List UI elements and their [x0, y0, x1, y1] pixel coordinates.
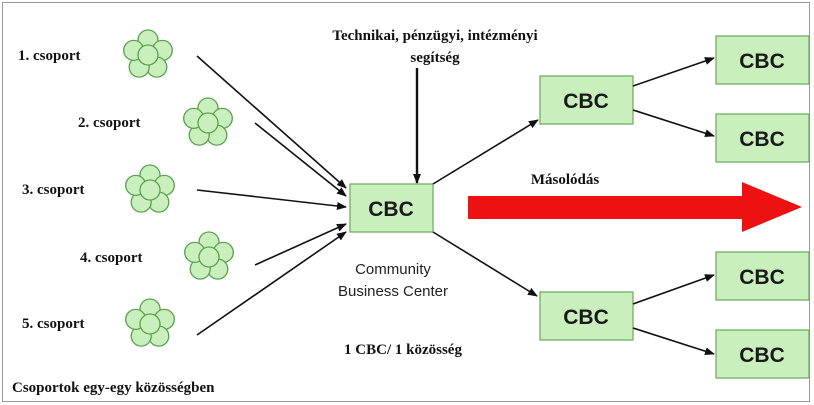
- bottom-caption: Csoportok egy-egy közösségben: [12, 380, 215, 396]
- member-circle: [139, 179, 161, 201]
- branch-2-child-1-label: CBC: [739, 266, 785, 289]
- group-label-2: 2. csoport: [78, 115, 141, 131]
- arrow-group3-to-cbc: [196, 189, 347, 210]
- group-cluster-1: [123, 29, 173, 78]
- arrow-group5-to-cbc: [196, 231, 347, 336]
- branch-2-child-2-label: CBC: [739, 344, 785, 367]
- support-label-line2: segítség: [410, 50, 460, 66]
- branch-1-child-2-label: CBC: [739, 128, 785, 151]
- member-circle: [198, 246, 220, 268]
- arrow-branch1-to-child1: [632, 57, 715, 87]
- branch-2-child-2-box: [715, 329, 810, 379]
- ratio-label: 1 CBC/ 1 közösség: [344, 342, 462, 358]
- group-cluster-2: [183, 97, 233, 146]
- arrow-cbc-to-lower-branch: [432, 231, 538, 297]
- arrow-branch2-to-child2: [632, 327, 715, 356]
- replication-label: Másolódás: [531, 172, 600, 188]
- branch-2-child-1-box: [715, 251, 810, 301]
- center-caption-line1: Community: [355, 261, 431, 278]
- group-label-1: 1. csoport: [18, 48, 81, 64]
- arrow-group2-to-cbc: [254, 122, 347, 197]
- member-circle: [197, 112, 219, 134]
- center-caption-line2: Business Center: [338, 283, 448, 300]
- branch-2-cbc-label: CBC: [563, 306, 609, 329]
- support-label-line1: Technikai, pénzügyi, intézményi: [332, 28, 537, 44]
- group-cluster-3: [125, 164, 175, 213]
- member-circle: [139, 313, 161, 335]
- branch-2-cbc-box: [539, 291, 634, 341]
- group-label-3: 3. csoport: [22, 182, 85, 198]
- branch-1-child-1-label: CBC: [739, 50, 785, 73]
- arrow-group4-to-cbc: [254, 223, 347, 266]
- center-cbc-box: [349, 183, 434, 233]
- group-cluster-4: [184, 231, 234, 280]
- branch-1-cbc-label: CBC: [563, 90, 609, 113]
- arrow-group1-to-cbc: [196, 55, 347, 189]
- group-label-4: 4. csoport: [80, 250, 143, 266]
- arrow-branch2-to-child1: [632, 274, 715, 305]
- replication-arrow: [468, 182, 802, 232]
- member-circle: [137, 44, 159, 66]
- branch-1-cbc-box: [539, 75, 634, 125]
- arrow-branch1-to-child2: [632, 109, 715, 138]
- arrow-cbc-to-upper-branch: [432, 119, 539, 185]
- branch-1-child-1-box: [715, 35, 810, 85]
- branch-1-child-2-box: [715, 113, 810, 163]
- center-cbc-label: CBC: [368, 198, 414, 221]
- group-label-5: 5. csoport: [22, 316, 85, 332]
- group-cluster-5: [125, 298, 175, 347]
